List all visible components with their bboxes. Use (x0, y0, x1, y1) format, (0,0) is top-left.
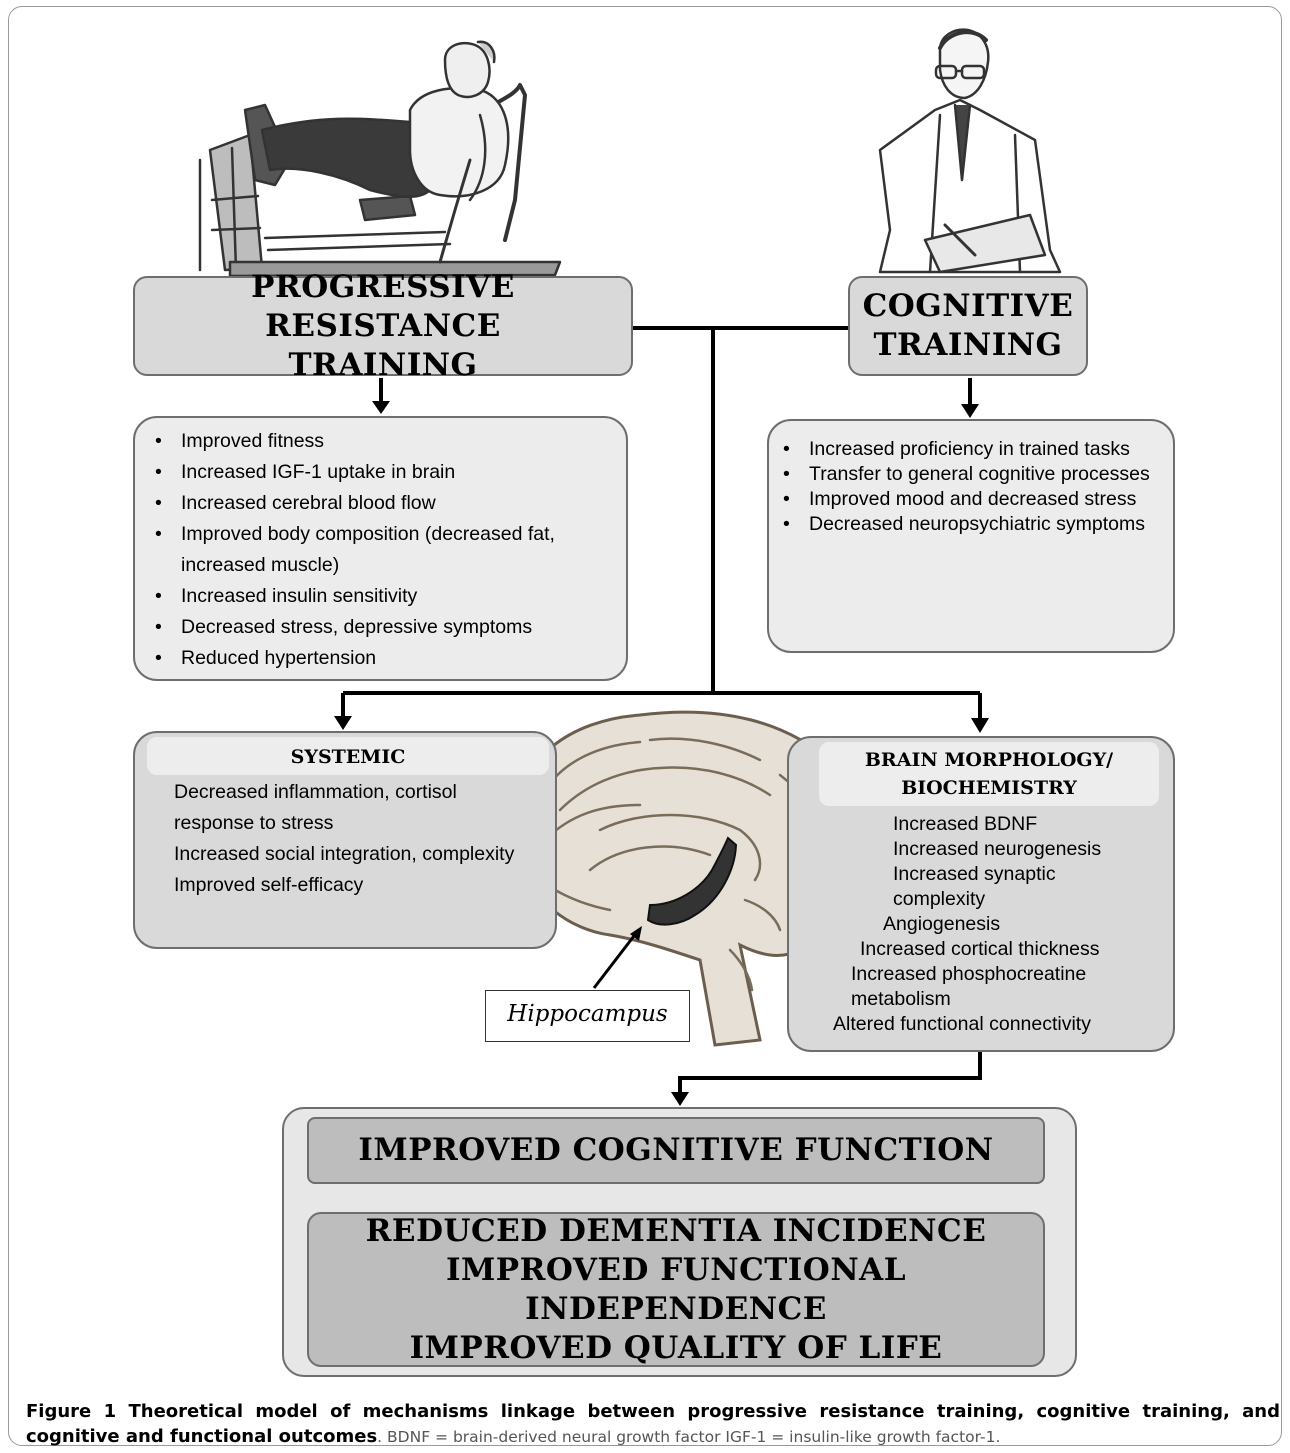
brain-morphology-title-line2: BIOCHEMISTRY (901, 777, 1077, 799)
hippocampus-shape (646, 836, 738, 926)
list-item: Increased neurogenesis (893, 838, 1102, 860)
list-item: Improved body composition (decreased fat… (155, 519, 610, 581)
brain-morphology-title: BRAIN MORPHOLOGY/BIOCHEMISTRY (819, 742, 1159, 806)
resistance-training-benefits: Improved fitness Increased IGF-1 uptake … (133, 416, 628, 681)
figure-caption: Figure 1 Theoretical model of mechanisms… (26, 1399, 1280, 1450)
list-item: Decreased inflammation, cortisol respons… (174, 781, 457, 834)
list-item: Increased cerebral blood flow (155, 488, 610, 519)
list-item: Increased IGF-1 uptake in brain (155, 457, 610, 488)
systemic-title: SYSTEMIC (147, 737, 549, 775)
improved-cognitive-function: IMPROVED COGNITIVE FUNCTION (358, 1132, 994, 1168)
arrow-head (961, 404, 979, 418)
arrow-head (372, 401, 390, 414)
list-item: Increased social integration, complexity (174, 843, 515, 865)
cognitive-training-title-line2: TRAINING (873, 327, 1063, 363)
cognitive-training-benefits: Increased proficiency in trained tasks T… (767, 419, 1175, 653)
brain-morphology-box: BRAIN MORPHOLOGY/BIOCHEMISTRY Increased … (787, 736, 1175, 1052)
final-outcome: IMPROVED QUALITY OF LIFE (409, 1329, 943, 1366)
brain-morphology-title-line1: BRAIN MORPHOLOGY/ (864, 749, 1114, 771)
list-item: Improved mood and decreased stress (783, 487, 1153, 512)
cognitive-training-title-line1: COGNITIVE (862, 288, 1074, 324)
improved-cognitive-function-box: IMPROVED COGNITIVE FUNCTION (307, 1117, 1045, 1184)
systemic-box: SYSTEMIC Decreased inflammation, cortiso… (133, 731, 557, 949)
final-outcomes-box: REDUCED DEMENTIA INCIDENCE IMPROVED FUNC… (307, 1212, 1045, 1367)
resistance-training-title-line2: TRAINING (288, 346, 478, 383)
list-item: Decreased neuropsychiatric symptoms (783, 512, 1153, 537)
list-item: Decreased stress, depressive symptoms (155, 612, 610, 643)
list-item: Increased proficiency in trained tasks (783, 437, 1153, 462)
list-item: Improved fitness (155, 426, 610, 457)
list-item: Altered functional connectivity (833, 1013, 1091, 1035)
list-item: Increased BDNF (893, 813, 1038, 835)
resistance-training-title-line1: PROGRESSIVE RESISTANCE (251, 268, 515, 344)
list-item: Transfer to general cognitive processes (783, 462, 1153, 487)
caption-text: . BDNF = brain-derived neural growth fac… (377, 1428, 1001, 1446)
list-item: Increased cortical thickness (860, 938, 1100, 960)
list-item: Improved self-efficacy (174, 874, 364, 896)
hippocampus-label: Hippocampus (485, 990, 690, 1042)
list-item: Increased phosphocreatine metabolism (851, 963, 1087, 1010)
list-item: Increased insulin sensitivity (155, 581, 610, 612)
final-outcome: REDUCED DEMENTIA INCIDENCE (365, 1212, 987, 1249)
list-item: Increased synaptic complexity (893, 863, 1056, 910)
final-outcome: IMPROVED FUNCTIONAL INDEPENDENCE (445, 1251, 906, 1327)
arrow-head (334, 716, 352, 730)
arrow-head (671, 1092, 689, 1106)
list-item: Angiogenesis (883, 913, 1001, 935)
arrow-head (971, 718, 989, 733)
list-item: Reduced hypertension (155, 643, 610, 674)
caption-title: Figure 1 Theoretical model of mechanisms… (26, 1401, 1280, 1447)
